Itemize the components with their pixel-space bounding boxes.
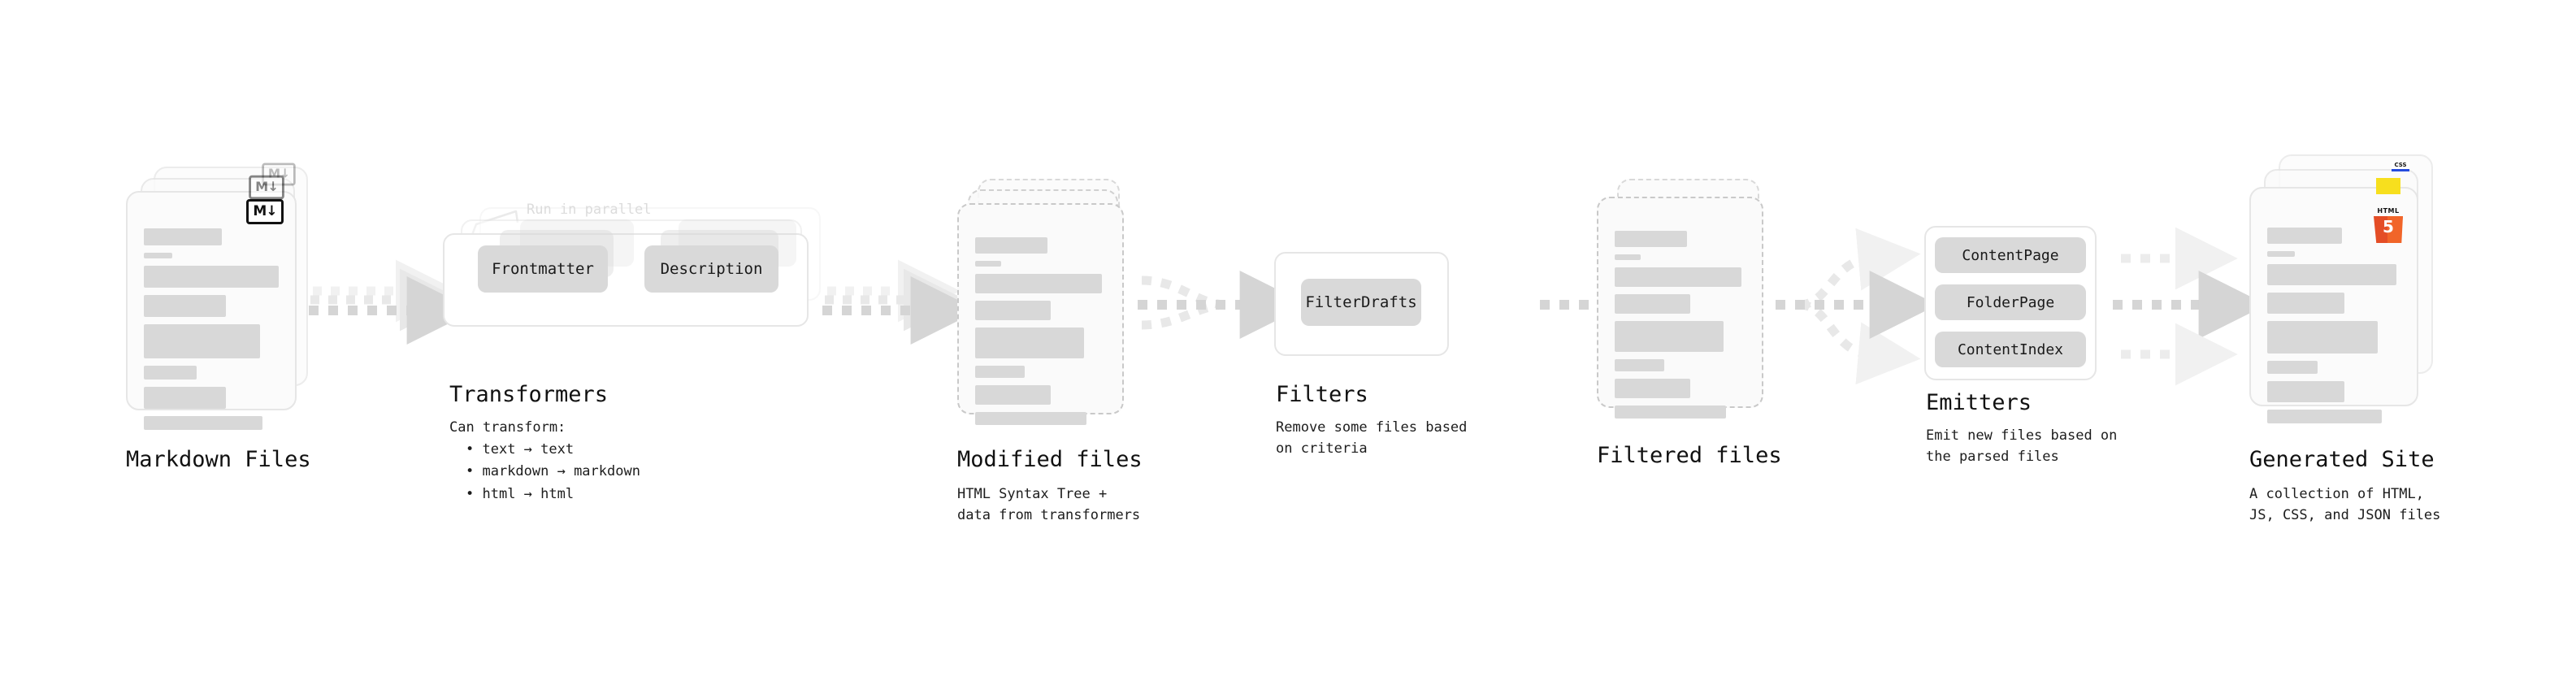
content-bar: [144, 228, 223, 245]
stage-title-markdown-files: Markdown Files: [126, 447, 311, 472]
html5-icon-word: HTML: [2377, 207, 2400, 215]
transformer-pill-label: Description: [660, 260, 763, 278]
site-card-content: [2267, 210, 2400, 423]
content-bar: [2267, 381, 2345, 402]
stage-title-filtered-files: Filtered files: [1597, 443, 1782, 468]
stage-title-generated-site: Generated Site: [2249, 447, 2435, 472]
content-bar: [975, 237, 1047, 254]
transformers-capabilities: Can transform: text → text markdown → ma…: [449, 417, 640, 505]
css-icon: CSS: [2392, 162, 2409, 171]
emitter-pill-label: ContentPage: [1962, 246, 2059, 264]
modified-files-stack: [957, 179, 1144, 425]
content-bar: [1615, 359, 1665, 371]
html5-icon: HTML 5: [2373, 207, 2404, 243]
html5-icon-shield-light: [2387, 216, 2403, 243]
modified-card-content: [975, 226, 1106, 425]
markdown-card-front: [126, 191, 297, 430]
arrow-emitters-to-site: [2113, 227, 2267, 386]
content-bar: [1615, 406, 1726, 419]
arrow-modified-to-filters: [1138, 271, 1308, 339]
markdown-card-content: [144, 214, 279, 430]
content-bar: [975, 327, 1084, 358]
content-bar: [144, 266, 279, 288]
modified-card-front: [957, 203, 1124, 425]
stage-title-filters: Filters: [1276, 382, 1368, 407]
content-bar: [1615, 379, 1691, 398]
stage-subtitle-emitters: Emit new files based on the parsed files: [1926, 427, 2118, 466]
content-bar: [144, 324, 260, 358]
content-bar: [2267, 361, 2318, 374]
content-bar: [1615, 267, 1742, 287]
stage-title-transformers: Transformers: [449, 382, 609, 407]
stage-title-emitters: Emitters: [1926, 390, 2032, 415]
content-bar: [975, 261, 1002, 267]
content-bar: [1615, 254, 1641, 260]
transformers-capabilities-list: text → text markdown → markdown html → h…: [449, 439, 640, 505]
content-bar: [2267, 228, 2342, 244]
content-bar: [144, 295, 227, 317]
generated-site-stack: CSS HTML 5: [2249, 154, 2444, 423]
content-bar: [2267, 264, 2397, 285]
site-card-front: [2249, 187, 2418, 423]
stage-subtitle-generated-site: A collection of HTML, JS, CSS, and JSON …: [2249, 486, 2441, 524]
emitter-pill-label: FolderPage: [1966, 293, 2055, 311]
transformers-capabilities-lead: Can transform:: [449, 419, 566, 436]
markdown-icon: M↓: [246, 199, 284, 224]
arrow-md-to-transformers: [309, 259, 475, 345]
run-in-parallel-label: Run in parallel: [527, 202, 652, 218]
markdown-icon: M↓: [249, 175, 284, 200]
stage-subtitle-modified-files: HTML Syntax Tree + data from transformer…: [957, 486, 1141, 524]
arrow-filtered-to-emitters: [1776, 228, 1938, 385]
list-item: text → text: [466, 439, 640, 461]
content-bar: [2267, 251, 2296, 257]
content-bar: [144, 416, 263, 430]
filter-pill-label: FilterDrafts: [1305, 293, 1417, 311]
js-icon: [2376, 178, 2400, 194]
content-bar: [144, 253, 172, 258]
content-bar: [2267, 410, 2383, 423]
html5-icon-digit: 5: [2383, 217, 2394, 236]
filtered-files-stack: [1597, 179, 1784, 419]
css-icon-underline: [2392, 169, 2409, 171]
content-bar: [975, 412, 1086, 425]
list-item: html → html: [466, 484, 640, 505]
css-icon-label: CSS: [2394, 162, 2407, 168]
filtered-card-content: [1615, 219, 1746, 419]
markdown-files-stack: M↓ M↓ M↓: [126, 163, 313, 430]
content-bar: [975, 366, 1026, 378]
emitter-pill-label: ContentIndex: [1957, 340, 2064, 358]
filter-pill-filterdrafts[interactable]: FilterDrafts: [1301, 279, 1421, 326]
content-bar: [975, 301, 1052, 320]
stage-title-modified-files: Modified files: [957, 447, 1143, 472]
content-bar: [975, 385, 1052, 405]
content-bar: [975, 274, 1103, 293]
emitter-pill-contentpage[interactable]: ContentPage: [1935, 237, 2086, 273]
arrow-transformers-to-modified: [822, 259, 979, 345]
list-item: markdown → markdown: [466, 461, 640, 483]
content-bar: [1615, 321, 1724, 352]
transformer-pill-frontmatter[interactable]: Frontmatter: [478, 245, 608, 293]
content-bar: [2267, 321, 2379, 354]
emitter-pill-folderpage[interactable]: FolderPage: [1935, 284, 2086, 320]
content-bar: [1615, 294, 1691, 314]
content-bar: [2267, 293, 2345, 314]
stage-subtitle-filters: Remove some files based on criteria: [1276, 419, 1468, 458]
filtered-card-front: [1597, 197, 1763, 419]
transformer-pill-description[interactable]: Description: [644, 245, 778, 293]
emitter-pill-contentindex[interactable]: ContentIndex: [1935, 332, 2086, 367]
content-bar: [144, 366, 197, 380]
content-bar: [144, 387, 227, 409]
transformer-pill-label: Frontmatter: [492, 260, 594, 278]
content-bar: [1615, 231, 1687, 247]
